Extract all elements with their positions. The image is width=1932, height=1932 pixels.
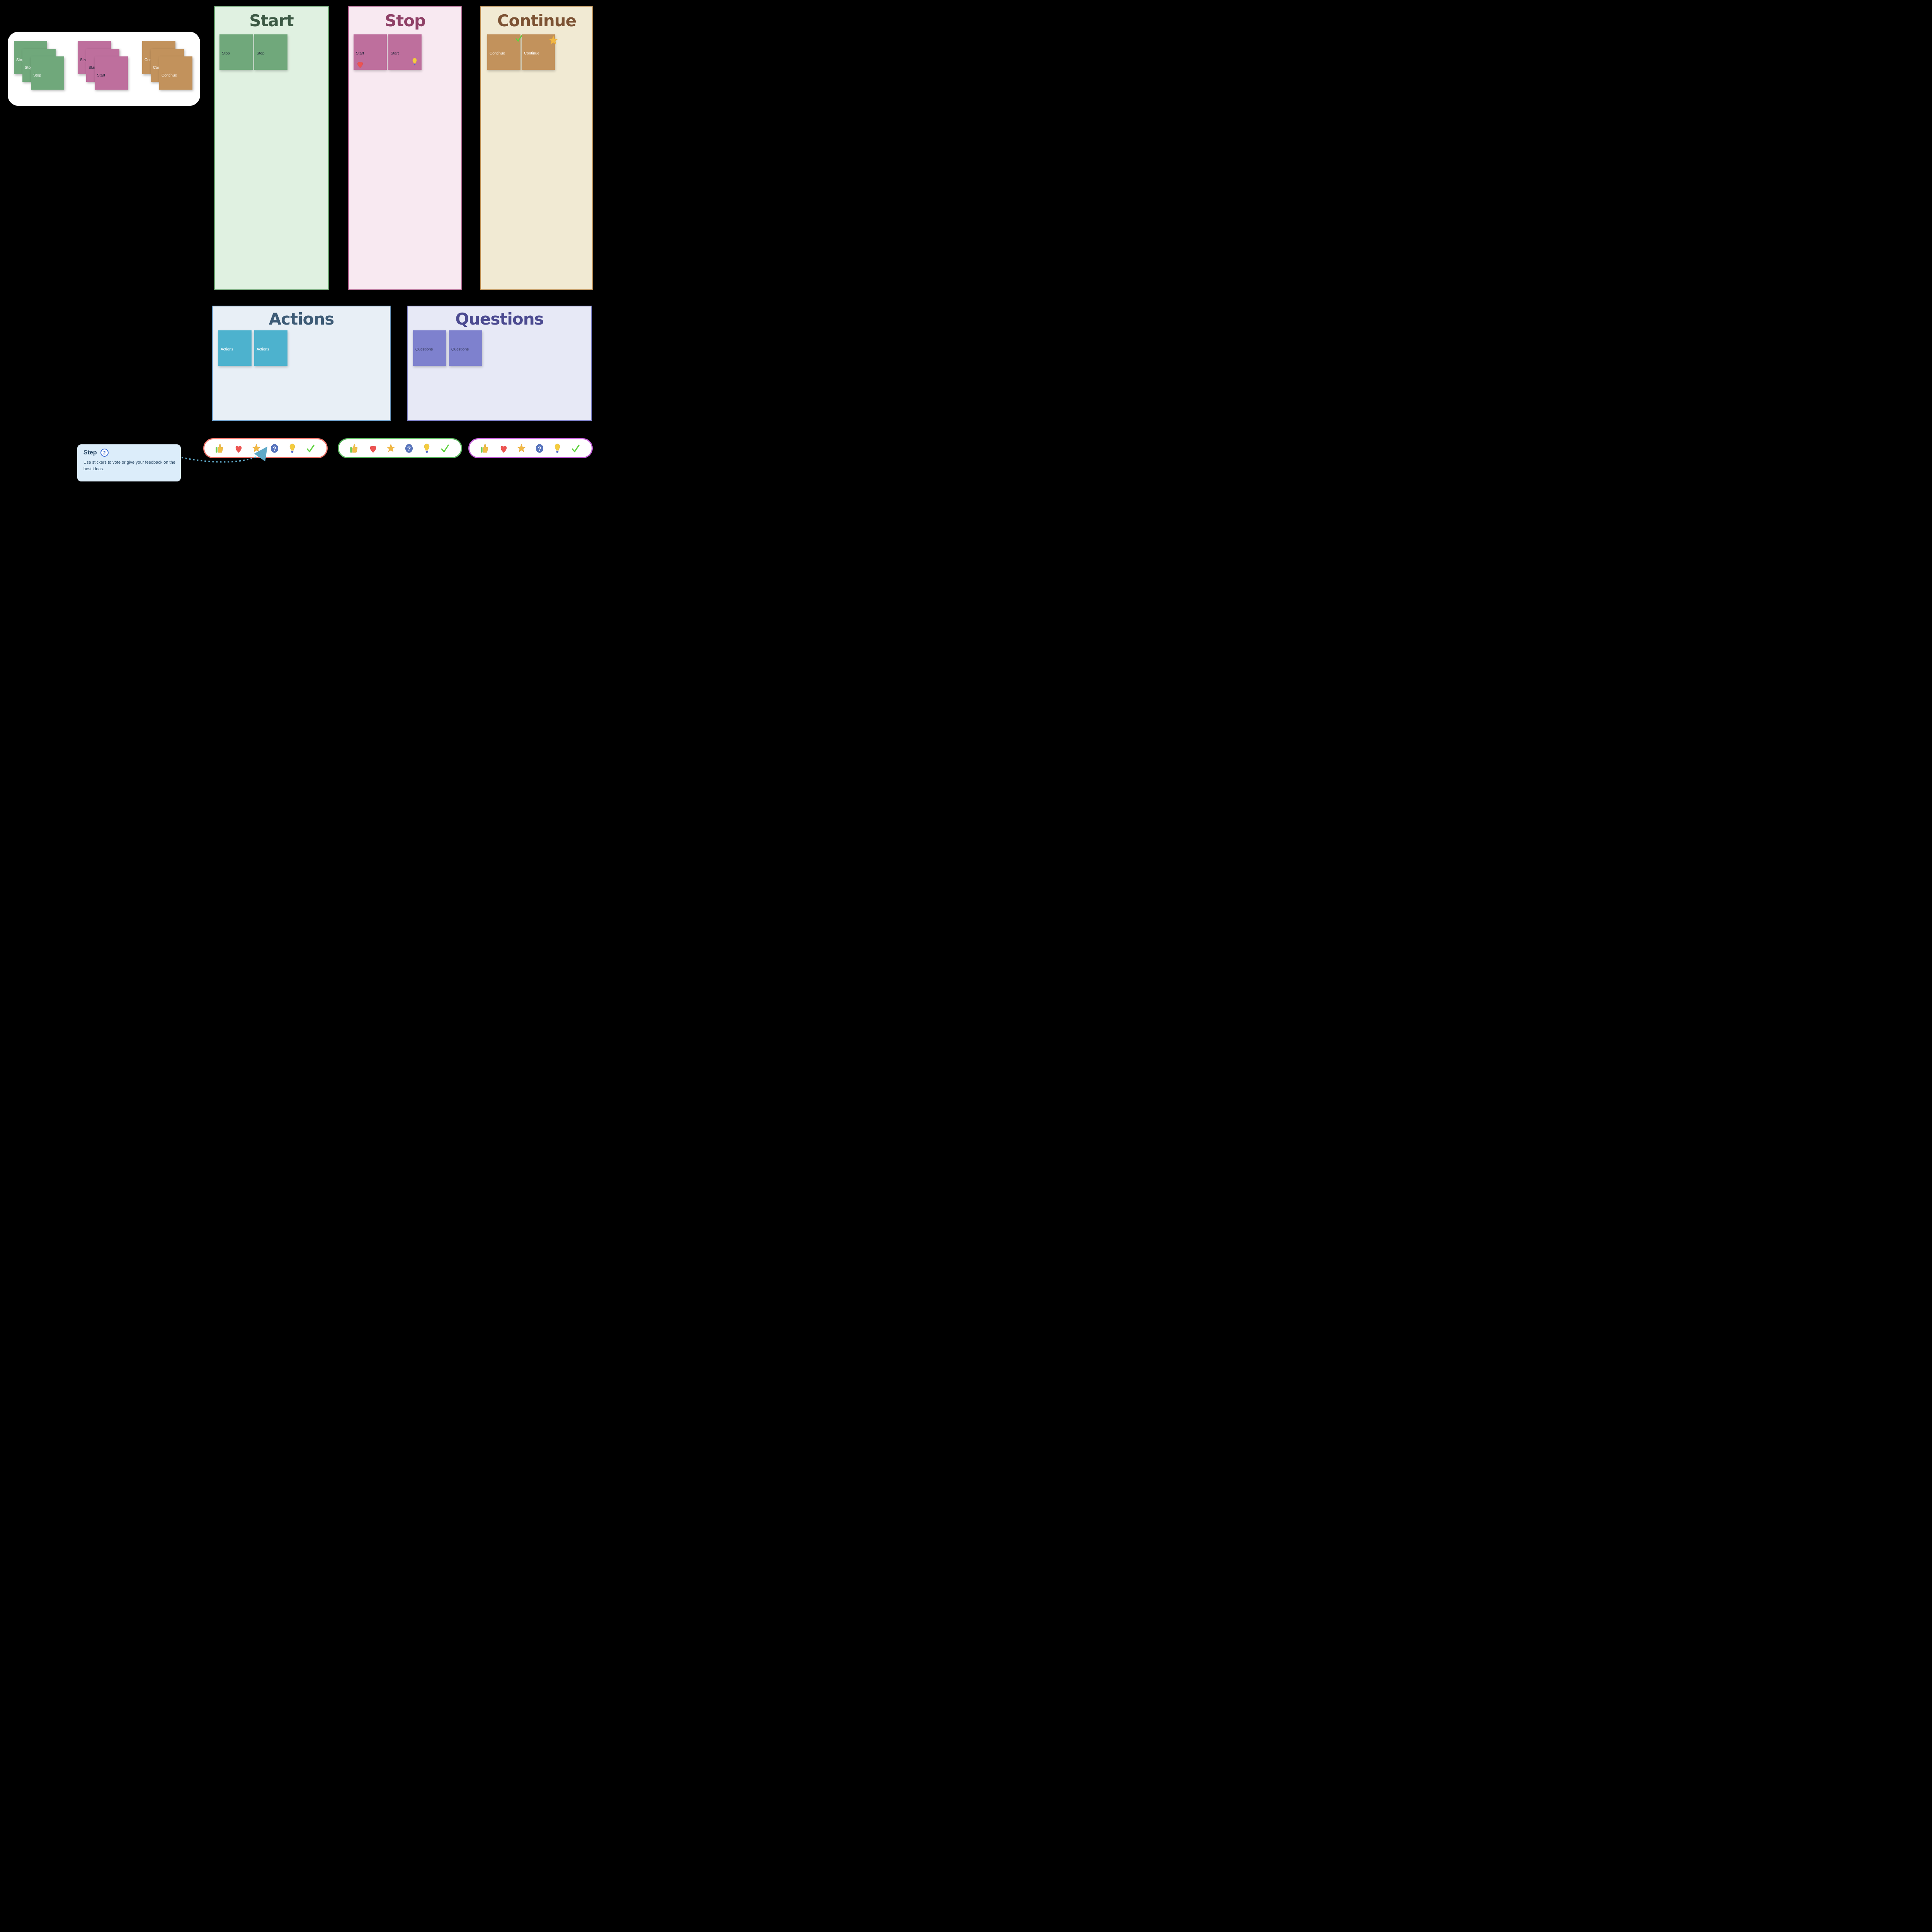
lightbulb-icon[interactable] xyxy=(552,443,563,454)
step-tooltip-header: Step 2 xyxy=(83,449,175,457)
thumbs-up-icon[interactable] xyxy=(215,443,226,454)
lightbulb-icon[interactable] xyxy=(422,443,432,454)
panel-title: Actions xyxy=(269,310,335,328)
thumbs-up-icon[interactable] xyxy=(480,443,491,454)
note-label: Continue xyxy=(524,51,540,56)
retro-board-canvas: Stop Stop Stop Start Start Start Continu… xyxy=(0,0,598,482)
step-tooltip: Step 2 Use stickers to vote or give your… xyxy=(77,444,181,481)
note-label: Stop xyxy=(222,51,230,56)
sticky-note[interactable]: Continue xyxy=(522,34,555,70)
note-label: Questions xyxy=(451,347,469,352)
note-label: Stop xyxy=(257,51,265,56)
sticky-note[interactable]: Questions xyxy=(449,330,482,366)
sticker-bar-green xyxy=(338,438,462,458)
note-label: Stop xyxy=(16,58,24,62)
sticky-note[interactable]: Start xyxy=(388,34,422,70)
check-icon[interactable] xyxy=(305,443,316,454)
note-label: Start xyxy=(80,58,88,62)
check-icon[interactable] xyxy=(570,443,581,454)
star-icon[interactable] xyxy=(251,443,262,454)
lightbulb-icon[interactable] xyxy=(410,57,419,67)
column-stop: Stop Start Start xyxy=(348,6,462,290)
sticker-bar-purple xyxy=(468,438,593,458)
note-label: Actions xyxy=(257,347,269,352)
sticky-note[interactable]: Start xyxy=(95,56,128,90)
panel-actions: Actions Actions Actions xyxy=(212,306,391,421)
sticker-bar-red xyxy=(203,438,328,458)
heart-icon[interactable] xyxy=(498,443,509,454)
sticky-note[interactable]: Questions xyxy=(413,330,446,366)
thumbs-up-icon[interactable] xyxy=(350,443,360,454)
panel-questions: Questions Questions Questions xyxy=(407,306,592,421)
note-label: Stop xyxy=(25,66,33,70)
column-start: Start Stop Stop xyxy=(214,6,329,290)
note-label: Start xyxy=(97,73,105,78)
lightbulb-icon[interactable] xyxy=(287,443,298,454)
note-label: Continue xyxy=(490,51,505,56)
note-label: Actions xyxy=(221,347,233,352)
question-icon[interactable] xyxy=(404,443,414,454)
note-label: Start xyxy=(356,51,364,56)
sticky-stacks-panel: Stop Stop Stop Start Start Start Continu… xyxy=(8,32,200,106)
sticky-note[interactable]: Stop xyxy=(254,34,287,70)
column-title: Stop xyxy=(384,11,426,30)
column-title: Continue xyxy=(497,11,577,30)
sticky-note[interactable]: Start xyxy=(354,34,387,70)
note-label: Questions xyxy=(415,347,433,352)
sticky-note[interactable]: Stop xyxy=(31,56,64,90)
sticky-note[interactable]: Stop xyxy=(219,34,253,70)
note-label: Start xyxy=(88,66,97,70)
question-icon[interactable] xyxy=(534,443,545,454)
heart-icon[interactable] xyxy=(233,443,244,454)
star-icon[interactable] xyxy=(386,443,396,454)
column-continue: Continue Continue Continue xyxy=(480,6,593,290)
note-label: Continue xyxy=(162,73,177,78)
note-label: Start xyxy=(391,51,399,56)
sticky-note[interactable]: Actions xyxy=(218,330,252,366)
step-number-badge: 2 xyxy=(100,449,109,457)
question-icon[interactable] xyxy=(269,443,280,454)
sticky-note[interactable]: Continue xyxy=(159,56,192,90)
start-note-stack: Start Start Start xyxy=(78,41,129,91)
heart-icon[interactable] xyxy=(355,60,365,69)
star-icon[interactable] xyxy=(548,35,559,46)
heart-icon[interactable] xyxy=(368,443,378,454)
sticky-note[interactable]: Actions xyxy=(254,330,287,366)
stop-note-stack: Stop Stop Stop xyxy=(14,41,65,91)
panel-title: Questions xyxy=(455,310,544,328)
step-tooltip-body: Use stickers to vote or give your feedba… xyxy=(83,460,175,471)
note-label: Stop xyxy=(33,73,41,78)
check-icon[interactable] xyxy=(440,443,450,454)
step-title: Step xyxy=(83,449,97,456)
star-icon[interactable] xyxy=(516,443,527,454)
column-title: Start xyxy=(249,11,294,30)
sticky-note[interactable]: Continue xyxy=(487,34,520,70)
continue-note-stack: Continue Continue Continue xyxy=(142,41,193,91)
